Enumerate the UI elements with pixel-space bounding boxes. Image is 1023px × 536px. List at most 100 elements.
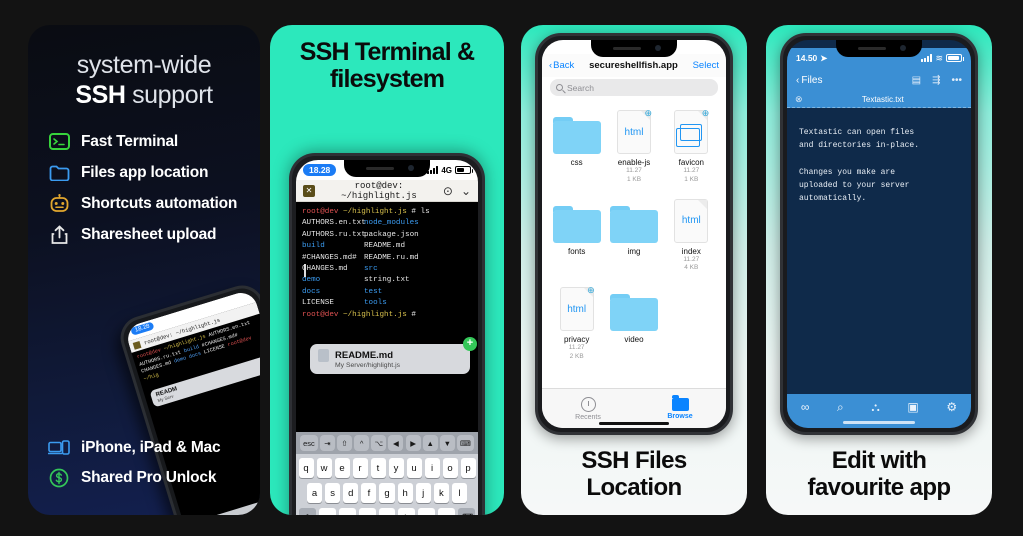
folder-icon xyxy=(605,283,662,332)
terminal-titlebar[interactable]: ✕ root@dev: ~/highlight.js ⊙ ⌄ xyxy=(296,180,478,202)
terminal-caret xyxy=(304,264,306,277)
feature-files-app-location: Files app location xyxy=(48,157,260,188)
status-time: 18.28 xyxy=(303,164,337,176)
keyboard-dismiss-icon[interactable]: ⌨ xyxy=(457,435,474,451)
file-name: css xyxy=(570,158,583,167)
key-w[interactable]: w xyxy=(316,458,332,478)
file-item-index[interactable]: html index 11.27 4 KB xyxy=(663,195,720,274)
back-button[interactable]: ‹Back xyxy=(549,60,575,71)
file-item-fonts[interactable]: fonts xyxy=(548,195,605,274)
editor-text[interactable]: Textastic can open files and directories… xyxy=(799,128,920,203)
tab-browse[interactable]: Browse xyxy=(634,389,726,428)
feature-shared-pro-unlock: Shared Pro Unlock xyxy=(48,463,220,493)
key-k[interactable]: k xyxy=(433,483,449,503)
file-item-enable-js[interactable]: html⊕ enable-js 11.27 1 KB xyxy=(605,106,662,185)
key-x[interactable]: x xyxy=(338,508,356,515)
cloud-download-icon: ⊕ xyxy=(644,108,652,118)
terminal-output[interactable]: root@dev ~/highlight.js # ls AUTHORS.en.… xyxy=(296,202,478,326)
key-y[interactable]: y xyxy=(388,458,404,478)
file-item-favicon[interactable]: ⊕ favicon 11.27 1 KB xyxy=(663,106,720,185)
key-f[interactable]: f xyxy=(361,483,377,503)
key-h[interactable]: h xyxy=(397,483,413,503)
wifi-icon: ≋ xyxy=(935,52,943,63)
key-o[interactable]: o xyxy=(442,458,458,478)
panel3-caption: SSH Files Location xyxy=(521,447,747,501)
key-arrow-down[interactable]: ▼ xyxy=(439,435,455,451)
key-b[interactable]: b xyxy=(398,508,416,515)
file-drop-card[interactable]: + README.md My Server/highlight.js xyxy=(310,336,477,374)
keyboard-row-3: ⇧ z x c v b n m ⌫ xyxy=(299,508,476,515)
file-item-video[interactable]: video xyxy=(605,283,662,362)
close-circle-icon[interactable]: ⊗ xyxy=(795,94,803,104)
key-shift[interactable]: ⇧ xyxy=(299,508,316,515)
jump-icon[interactable]: ⇶ xyxy=(932,74,941,86)
search-field[interactable]: Search xyxy=(550,79,718,96)
select-button[interactable]: Select xyxy=(692,60,719,71)
caption-line2: favourite app xyxy=(807,473,952,501)
chevron-down-icon[interactable]: ⌄ xyxy=(460,183,471,198)
key-m[interactable]: m xyxy=(438,508,456,515)
glasses-icon[interactable]: ∞ xyxy=(800,400,810,414)
key-option[interactable]: ⌥ xyxy=(371,435,387,451)
key-d[interactable]: d xyxy=(343,483,359,503)
file-item-css[interactable]: css xyxy=(548,106,605,185)
file-item-privacy[interactable]: html⊕ privacy 11.27 2 KB xyxy=(548,283,605,362)
key-arrow-right[interactable]: ▶ xyxy=(405,435,421,451)
key-n[interactable]: n xyxy=(418,508,436,515)
back-button[interactable]: ‹Files xyxy=(796,74,823,86)
key-l[interactable]: l xyxy=(451,483,467,503)
key-shift[interactable]: ⇧ xyxy=(337,435,353,451)
file-item-img[interactable]: img xyxy=(605,195,662,274)
search-icon[interactable]: ⌕ xyxy=(837,399,844,414)
key-t[interactable]: t xyxy=(370,458,386,478)
cloud-download-icon: ⊕ xyxy=(701,108,710,118)
key-s[interactable]: s xyxy=(325,483,341,503)
key-control[interactable]: ^ xyxy=(354,435,370,451)
key-p[interactable]: p xyxy=(460,458,476,478)
key-a[interactable]: a xyxy=(307,483,323,503)
files-nav-bar: ‹Back secureshellfish.app Select xyxy=(542,54,726,77)
key-z[interactable]: z xyxy=(318,508,336,515)
key-j[interactable]: j xyxy=(415,483,431,503)
key-arrow-up[interactable]: ▲ xyxy=(422,435,438,451)
tab-label: Recents xyxy=(575,413,601,421)
preview-icon[interactable]: ▣ xyxy=(907,400,919,414)
more-icon[interactable]: ••• xyxy=(951,74,962,86)
key-esc[interactable]: esc xyxy=(300,435,318,451)
panel1-title-support: support xyxy=(125,80,213,109)
key-q[interactable]: q xyxy=(298,458,314,478)
panel-edit-with-favourite-app: 14.50➤ ≋ ‹Files ▤ ⇶ ••• ⊗ Texta xyxy=(766,25,992,515)
feature-sharesheet-upload: Sharesheet upload xyxy=(48,219,260,250)
status-time: 14.50 xyxy=(796,53,818,63)
play-circle-icon[interactable]: ⊙ xyxy=(442,183,453,198)
gear-icon[interactable]: ⚙ xyxy=(946,400,958,414)
mockup-close-icon xyxy=(132,340,142,350)
key-e[interactable]: e xyxy=(334,458,350,478)
folder-icon xyxy=(548,106,605,154)
close-tab-icon[interactable]: ✕ xyxy=(303,184,315,197)
panel-system-wide-ssh: system-wide SSH support Fast Terminal Fi… xyxy=(28,25,260,515)
key-backspace[interactable]: ⌫ xyxy=(458,508,476,515)
tab-recents[interactable]: Recents xyxy=(542,389,634,428)
folder-icon xyxy=(671,394,689,411)
key-g[interactable]: g xyxy=(379,483,395,503)
tree-icon[interactable]: ⛬ xyxy=(871,399,880,414)
key-c[interactable]: c xyxy=(358,508,376,515)
key-i[interactable]: i xyxy=(424,458,440,478)
keyboard-icon[interactable]: ▤ xyxy=(911,74,922,86)
html-file-icon: html xyxy=(663,195,720,243)
key-tab[interactable]: ⇥ xyxy=(319,435,335,451)
key-arrow-left[interactable]: ◀ xyxy=(388,435,404,451)
file-size: 4 KB xyxy=(684,264,699,272)
add-badge-icon[interactable]: + xyxy=(463,336,477,351)
device-notch xyxy=(591,40,677,57)
key-u[interactable]: u xyxy=(406,458,422,478)
panel4-caption: Edit with favourite app xyxy=(766,447,992,501)
file-card-title: README.md xyxy=(335,349,394,361)
search-placeholder: Search xyxy=(567,82,594,93)
file-time: 11.27 xyxy=(626,167,642,174)
key-v[interactable]: v xyxy=(378,508,396,515)
key-r[interactable]: r xyxy=(352,458,368,478)
terminal-icon xyxy=(48,131,70,153)
folder-icon xyxy=(605,195,662,243)
